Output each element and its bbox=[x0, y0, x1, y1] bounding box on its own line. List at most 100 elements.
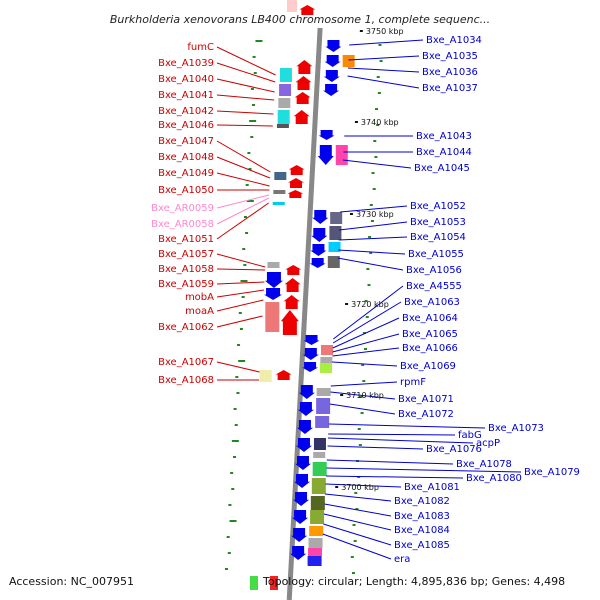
gene-label-left[interactable]: Bxe_A1068 bbox=[158, 375, 214, 386]
gene-label-right[interactable]: Bxe_A1043 bbox=[416, 131, 472, 142]
gene-label-right[interactable]: Bxe_A1053 bbox=[410, 217, 466, 228]
gene-label-right[interactable]: Bxe_A1066 bbox=[402, 343, 458, 354]
gene-label-right[interactable]: era bbox=[394, 554, 410, 565]
forward-gene-arrow bbox=[296, 60, 313, 74]
gene-label-right[interactable]: Bxe_A1063 bbox=[404, 297, 460, 308]
gene-label-left[interactable]: moaA bbox=[185, 306, 214, 317]
gene-label-left[interactable]: Bxe_A1041 bbox=[158, 90, 214, 101]
gene-label-left[interactable]: Bxe_A1058 bbox=[158, 264, 214, 275]
gene-label-right[interactable]: Bxe_A1054 bbox=[410, 232, 466, 243]
gene-label-left[interactable]: Bxe_A1049 bbox=[158, 168, 214, 179]
map-title: Burkholderia xenovorans LB400 chromosome… bbox=[110, 13, 490, 26]
gene-label-right[interactable]: Bxe_A4555 bbox=[406, 281, 462, 292]
scale-tick bbox=[335, 486, 339, 488]
gene-label-left[interactable]: Bxe_AR0058 bbox=[151, 219, 214, 230]
chromosome-line bbox=[286, 27, 323, 600]
tick-mark bbox=[367, 284, 371, 286]
leader-line bbox=[332, 361, 398, 367]
tick-mark bbox=[232, 456, 236, 458]
scale-label: 3730 kbp bbox=[356, 210, 394, 219]
gene-label-left[interactable]: Bxe_A1039 bbox=[158, 58, 214, 69]
gene-label-left[interactable]: fumC bbox=[187, 42, 214, 53]
accession-text: Accession: NC_007951 bbox=[9, 575, 134, 588]
tick-mark bbox=[229, 520, 237, 522]
gene-label-left[interactable]: Bxe_A1059 bbox=[158, 279, 214, 290]
gene-label-right[interactable]: acpP bbox=[476, 438, 500, 449]
leader-line bbox=[216, 281, 265, 285]
gene-label-right[interactable]: Bxe_A1080 bbox=[466, 473, 522, 484]
gene-label-right[interactable]: Bxe_A1065 bbox=[402, 329, 458, 340]
tick-mark bbox=[364, 300, 368, 302]
gene-label-right[interactable]: Bxe_A1056 bbox=[406, 265, 462, 276]
leader-line bbox=[330, 391, 396, 400]
gene-label-right[interactable]: Bxe_A1064 bbox=[402, 313, 458, 324]
leader-line bbox=[326, 467, 522, 473]
leader-line bbox=[216, 315, 263, 328]
gene-label-right[interactable]: Bxe_A1045 bbox=[414, 163, 470, 174]
gene-feature-box bbox=[316, 388, 331, 396]
gene-label-right[interactable]: Bxe_A1081 bbox=[404, 482, 460, 493]
gene-label-right[interactable]: Bxe_A1044 bbox=[416, 147, 472, 158]
gene-label-left[interactable]: mobA bbox=[185, 292, 214, 303]
gene-label-left[interactable]: Bxe_A1042 bbox=[158, 106, 214, 117]
gene-feature-box bbox=[316, 398, 331, 414]
gene-label-right[interactable]: Bxe_A1078 bbox=[456, 459, 512, 470]
gene-label-left[interactable]: Bxe_A1067 bbox=[158, 357, 214, 368]
tick-mark bbox=[241, 296, 245, 298]
tick-mark bbox=[359, 396, 363, 398]
leader-line bbox=[216, 46, 276, 76]
forward-gene-arrow bbox=[293, 110, 310, 124]
forward-gene-arrow bbox=[294, 92, 311, 104]
tick-mark bbox=[231, 488, 235, 490]
gene-label-right[interactable]: Bxe_A1072 bbox=[398, 409, 454, 420]
gene-label-left[interactable]: Bxe_A1047 bbox=[158, 136, 214, 147]
gene-label-right[interactable]: fabG bbox=[458, 430, 482, 441]
gene-label-right[interactable]: Bxe_A1084 bbox=[394, 525, 450, 536]
chromosome-backbone bbox=[286, 27, 323, 600]
gene-label-left[interactable]: Bxe_A1050 bbox=[158, 185, 214, 196]
tick-mark bbox=[364, 348, 368, 350]
tick-mark bbox=[377, 92, 381, 94]
gene-label-right[interactable]: Bxe_A1052 bbox=[410, 201, 466, 212]
gene-label-left[interactable]: Bxe_A1062 bbox=[158, 322, 214, 333]
gene-label-right[interactable]: Bxe_A1037 bbox=[422, 83, 478, 94]
reverse-gene-arrow bbox=[294, 456, 311, 470]
gene-label-left[interactable]: Bxe_A1057 bbox=[158, 249, 214, 260]
gene-label-left[interactable]: Bxe_A1046 bbox=[158, 120, 214, 131]
gene-label-right[interactable]: Bxe_A1082 bbox=[394, 496, 450, 507]
gene-label-right[interactable]: Bxe_A1055 bbox=[408, 249, 464, 260]
gene-label-right[interactable]: Bxe_A1071 bbox=[398, 394, 454, 405]
leader-line bbox=[328, 423, 486, 429]
forward-gene-arrow bbox=[275, 370, 292, 380]
tick-mark bbox=[233, 408, 237, 410]
leader-line bbox=[342, 159, 412, 169]
gene-label-right[interactable]: Bxe_A1069 bbox=[400, 361, 456, 372]
gene-label-right[interactable]: Bxe_A1076 bbox=[426, 444, 482, 455]
gene-label-left[interactable]: Bxe_A1051 bbox=[158, 234, 214, 245]
forward-gene-arrow bbox=[285, 265, 302, 275]
leader-line bbox=[332, 317, 400, 349]
tick-mark bbox=[243, 216, 247, 218]
gene-label-left[interactable]: Bxe_AR0059 bbox=[151, 203, 214, 214]
gene-feature-box bbox=[309, 526, 324, 536]
gene-feature-box bbox=[320, 357, 333, 363]
gene-label-right[interactable]: Bxe_A1036 bbox=[422, 67, 478, 78]
tick-mark bbox=[355, 508, 359, 510]
gene-label-left[interactable]: Bxe_A1048 bbox=[158, 152, 214, 163]
gene-label-right[interactable]: Bxe_A1085 bbox=[394, 540, 450, 551]
leader-line bbox=[332, 301, 402, 344]
gene-label-left[interactable]: Bxe_A1040 bbox=[158, 74, 214, 85]
gene-label-right[interactable]: Bxe_A1035 bbox=[422, 51, 478, 62]
gene-label-right[interactable]: Bxe_A1083 bbox=[394, 511, 450, 522]
gene-label-right[interactable]: Bxe_A1073 bbox=[488, 423, 544, 434]
gene-label-right[interactable]: Bxe_A1034 bbox=[426, 35, 482, 46]
leader-line bbox=[216, 62, 276, 83]
gene-label-right[interactable]: Bxe_A1079 bbox=[524, 467, 580, 478]
gene-feature-box bbox=[308, 538, 323, 548]
gene-feature-box bbox=[320, 363, 333, 373]
tick-mark bbox=[246, 200, 254, 202]
leader-line bbox=[330, 381, 398, 387]
reverse-gene-arrow bbox=[292, 510, 309, 524]
gene-feature-box bbox=[328, 242, 341, 252]
gene-label-right[interactable]: rpmF bbox=[400, 377, 426, 388]
